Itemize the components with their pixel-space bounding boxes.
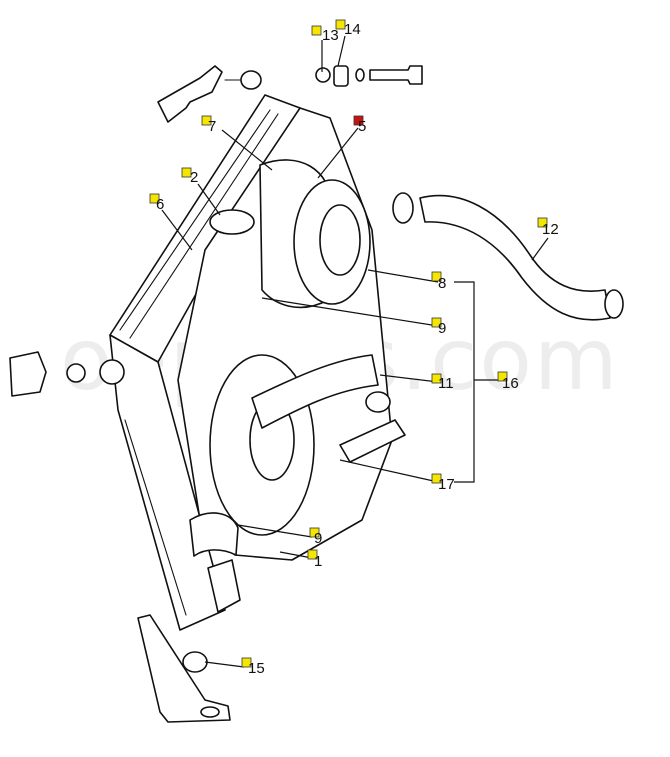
callout-1: 1 xyxy=(307,549,322,570)
svg-text:13: 13 xyxy=(322,27,339,44)
isolator-14 xyxy=(333,65,349,87)
svg-text:2: 2 xyxy=(190,169,198,186)
svg-text:9: 9 xyxy=(314,530,322,547)
svg-text:7: 7 xyxy=(208,118,216,135)
callout-9-lower: 9 xyxy=(309,527,322,547)
bolt xyxy=(369,65,423,85)
lower-bracket-hole xyxy=(200,706,220,718)
svg-text:14: 14 xyxy=(344,21,361,38)
lower-bracket xyxy=(137,614,231,723)
upper-bracket xyxy=(157,65,223,123)
callout-15: 15 xyxy=(241,657,265,677)
washer xyxy=(355,68,365,82)
callout-16: 16 xyxy=(497,371,519,392)
callout-17: 17 xyxy=(431,473,455,493)
lower-hose-bend xyxy=(189,512,239,557)
callout-5: 5 xyxy=(353,115,366,135)
hose-clamp-upper xyxy=(392,192,414,224)
side-bracket xyxy=(9,351,47,397)
svg-text:12: 12 xyxy=(542,221,559,238)
svg-text:17: 17 xyxy=(438,476,455,493)
leader-lines xyxy=(161,35,549,668)
isolator-side xyxy=(66,363,86,383)
svg-text:15: 15 xyxy=(248,660,265,677)
isolator-lower xyxy=(182,651,208,673)
svg-text:1: 1 xyxy=(314,553,322,570)
lower-hose xyxy=(251,354,379,429)
svg-text:9: 9 xyxy=(438,320,446,337)
isolator-13 xyxy=(315,67,331,83)
callout-12: 12 xyxy=(537,217,559,238)
reservoir-cap xyxy=(209,209,255,235)
callout-9-upper: 9 xyxy=(431,317,446,337)
callout-13: 13 xyxy=(311,25,339,44)
callout-6: 6 xyxy=(149,193,164,213)
callout-14: 14 xyxy=(335,19,361,38)
wiring-connector xyxy=(207,559,241,613)
svg-text:6: 6 xyxy=(156,196,164,213)
svg-text:11: 11 xyxy=(438,375,454,392)
fan-mount-bracket xyxy=(339,419,406,463)
fan-mount-isolator xyxy=(365,391,391,413)
callout-2: 2 xyxy=(181,167,198,186)
svg-text:5: 5 xyxy=(358,118,366,135)
callout-8: 8 xyxy=(431,271,446,292)
callout-11: 11 xyxy=(431,373,454,392)
radiator-lower-tank xyxy=(109,334,226,631)
upper-fan-hub xyxy=(319,204,361,276)
callout-7: 7 xyxy=(201,115,216,135)
upper-hose xyxy=(419,194,611,321)
svg-text:8: 8 xyxy=(438,275,446,292)
hose-clamp-end xyxy=(604,289,624,319)
svg-text:16: 16 xyxy=(502,375,519,392)
isolator-left xyxy=(240,70,262,90)
isolator-side-2 xyxy=(99,359,125,385)
